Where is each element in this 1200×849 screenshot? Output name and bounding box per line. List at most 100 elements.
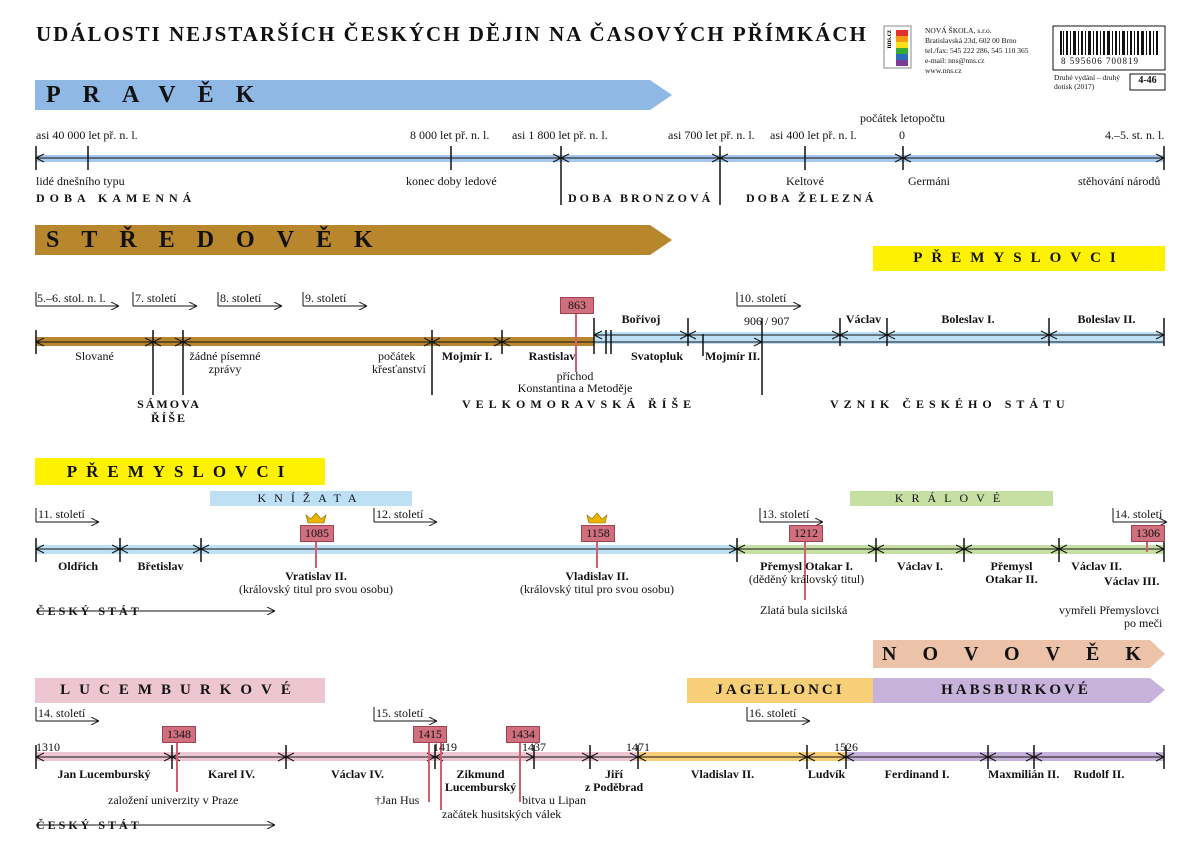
ruler-svatopluk: Svatopluk [630, 349, 684, 363]
label-zero: 0 [899, 128, 905, 142]
label-400: asi 400 let př. n. l. [770, 128, 857, 142]
novovek-header: NOVOVĚK [882, 643, 1167, 665]
stredovek-header: STŘEDOVĚK [46, 227, 395, 253]
premyslovci-box-row2: PŘEMYSLOVCI [873, 246, 1165, 271]
habsburkove-arrow [873, 678, 1165, 703]
century-13: 13. století [762, 507, 810, 521]
ruler-ferdinand: Ferdinand I. [884, 767, 950, 781]
year-1434: 1434 [506, 726, 540, 743]
publisher-line-3: tel./fax: 545 222 286, 545 110 365 [925, 46, 1029, 55]
ruler-vaclav-3: Václav III. [1104, 574, 1160, 588]
ruler-vratislav: Vratislav II. [285, 569, 347, 583]
note-pocatek: počátek [378, 349, 416, 363]
ruler-boleslav-2: Boleslav II. [1077, 312, 1136, 326]
century-14-row4: 14. století [38, 706, 86, 720]
period-kamenna: DOBA KAMENNÁ [36, 191, 197, 205]
century-10: 10. století [739, 291, 787, 305]
barcode-icon [1060, 31, 1158, 55]
year-1212: 1212 [789, 525, 823, 542]
note-slovane: Slované [75, 349, 114, 363]
ruler-vaclav-2: Václav II. [1071, 559, 1122, 573]
ruler-mojmir-1: Mojmír I. [441, 349, 493, 363]
ruler-zikmund-2: Lucemburský [444, 780, 517, 794]
note-zadne: žádné písemné [189, 349, 261, 363]
note-stehovani: stěhování národů [1078, 174, 1161, 188]
note-po-meci: po meči [1124, 616, 1163, 630]
note-prichod: příchod [556, 369, 594, 383]
stredovek-arrow [35, 225, 672, 255]
state-velkomoravska: VELKOMORAVSKÁ ŘÍŠE [462, 397, 697, 411]
note-konstantin: Konstantina a Metoděje [517, 381, 633, 395]
product-code: 4-46 [1138, 75, 1157, 86]
century-12: 12. století [376, 507, 424, 521]
edition-line-2: dotisk (2017) [1054, 82, 1095, 91]
publisher-line-5: www.nns.cz [925, 66, 962, 75]
era-note: počátek letopočtu [860, 111, 945, 125]
pravek-arrow [35, 80, 672, 110]
note-ledova: konec doby ledové [406, 174, 497, 188]
ruler-podebrad: z Poděbrad [584, 780, 644, 794]
barcode-number: 8 595606 700819 [1061, 56, 1139, 66]
ruler-bretislav: Břetislav [137, 559, 184, 573]
label-4-5st: 4.–5. st. n. l. [1105, 128, 1165, 142]
century-7: 7. století [135, 291, 177, 305]
note-vladislav: (královský titul pro svou osobu) [520, 582, 674, 596]
ruler-rudolf: Rudolf II. [1073, 767, 1125, 781]
ruler-vladislav-2: Vladislav II. [690, 767, 755, 781]
note-lipany: bitva u Lipan [522, 793, 586, 807]
label-700: asi 700 let př. n. l. [668, 128, 755, 142]
label-1800: asi 1 800 let př. n. l. [512, 128, 608, 142]
crown-icon-1158 [586, 512, 608, 524]
publisher-line-4: e-mail: nns@nns.cz [925, 56, 985, 65]
year-1085: 1085 [300, 525, 334, 542]
ruler-otakar-1: Přemysl Otakar I. [760, 559, 853, 573]
year-906: 906 / 907 [744, 314, 790, 328]
note-zpravy: zprávy [208, 362, 242, 376]
ruler-otakar-2: Otakar II. [985, 572, 1038, 586]
note-krestanstvi: křesťanství [372, 362, 426, 376]
period-bronzova: DOBA BRONZOVÁ [568, 191, 714, 205]
year-1348: 1348 [162, 726, 196, 743]
lucemburkove-box: LUCEMBURKOVÉ [35, 678, 325, 703]
note-zlata-bula: Zlatá bula sicilská [760, 603, 848, 617]
jagellonci-box: JAGELLONCI [687, 678, 873, 703]
state-rise: ŘÍŠE [150, 411, 187, 425]
year-1471: 1471 [626, 740, 650, 754]
page-title: UDÁLOSTI NEJSTARŠÍCH ČESKÝCH DĚJIN NA ČA… [36, 22, 868, 46]
note-dedeny: (děděný královský titul) [748, 572, 865, 586]
year-1526: 1526 [834, 740, 858, 754]
ruler-mojmir-2: Mojmír II. [704, 349, 761, 363]
label-8000: 8 000 let př. n. l. [410, 128, 490, 142]
note-germani: Germáni [908, 174, 950, 188]
crown-icon-1085 [305, 512, 327, 524]
ruler-vaclav-4: Václav IV. [330, 767, 385, 781]
publisher-line-1: NOVÁ ŠKOLA, s.r.o. [925, 26, 992, 35]
ruler-rastislav: Rastislav [528, 349, 576, 363]
state-cesky-row3: ČESKÝ STÁT [36, 604, 142, 618]
century-15: 15. století [376, 706, 424, 720]
kralove-box: KRÁLOVÉ [850, 491, 1053, 506]
note-hus: †Jan Hus [375, 793, 420, 807]
premyslovci-box-row3: PŘEMYSLOVCI [35, 458, 325, 485]
note-keltove: Keltové [786, 174, 824, 188]
note-lide: lidé dnešního typu [36, 174, 125, 188]
state-vznik: VZNIK ČESKÉHO STÁTU [830, 397, 1070, 411]
year-1158: 1158 [581, 525, 615, 542]
century-8: 8. století [220, 291, 262, 305]
ruler-zikmund: Zikmund [456, 767, 505, 781]
habsburkove-label: HABSBURKOVÉ [941, 682, 1091, 698]
period-zelezna: DOBA ŽELEZNÁ [746, 191, 877, 205]
ruler-jiri: Jiří [605, 767, 623, 781]
note-univerzita: založení univerzity v Praze [108, 793, 239, 807]
ruler-vaclav: Václav [845, 312, 882, 326]
state-samova: SÁMOVA [137, 397, 201, 411]
century-5-6: 5.–6. stol. n. l. [37, 291, 106, 305]
century-11: 11. století [38, 507, 85, 521]
ruler-vladislav: Vladislav II. [565, 569, 629, 583]
ruler-oldrich: Oldřich [57, 559, 98, 573]
publisher-line-2: Bratislavská 23d, 602 00 Brno [925, 36, 1017, 45]
ruler-premysl: Přemysl [990, 559, 1033, 573]
label-40000: asi 40 000 let př. n. l. [36, 128, 138, 142]
